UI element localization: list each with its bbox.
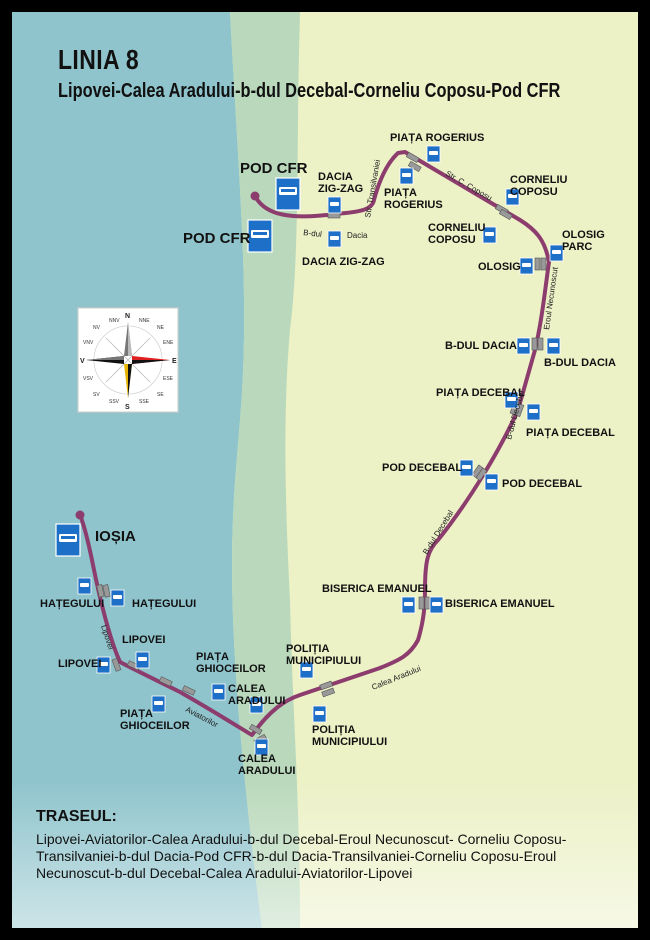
bus-stop-icon [546,337,561,355]
compass-e: E [172,358,177,365]
bus-stop-icon [327,196,342,214]
bus-stop-icon [504,391,519,409]
bus-terminal-icon [275,177,301,211]
street-label-dacia: Dacia [347,231,368,240]
route-end-pod-cfr [250,191,260,201]
svg-text:SE: SE [157,392,164,398]
compass-v: V [80,358,85,365]
svg-text:NE: NE [157,325,165,331]
line-title: LINIA 8 [58,44,140,75]
bus-stop-icon [429,596,444,614]
svg-text:NNV: NNV [109,318,120,324]
svg-text:ESE: ESE [163,376,174,382]
bus-stop-icon [135,651,150,669]
svg-text:NV: NV [93,325,101,331]
terminal-label-pod-cfr: POD CFR [240,160,308,177]
stop-label-pod-decebal-b: POD DECEBAL [502,478,582,490]
bus-stop-icon [519,257,534,275]
bus-stop-icon [549,244,564,262]
route-description: Lipovei-Aviatorilor-Calea Aradului-b-dul… [36,831,567,881]
bus-stop-icon [516,337,531,355]
bus-terminal-icon [247,219,273,253]
terminal-label-pod-cfr-2: POD CFR [183,230,251,247]
bus-stop-icons [77,145,564,756]
bus-stop-icon [459,459,474,477]
terminal-label-iosia: IOȘIA [95,528,136,545]
stop-label-dacia-zig-zag-b: DACIA ZIG-ZAG [302,256,385,268]
bus-stop-icon [505,188,520,206]
bus-stop-icon [151,695,166,713]
stop-label-piata-decebal-b: PIAȚA DECEBAL [526,427,615,439]
stop-label-bdul-dacia-b: B-DUL DACIA [544,357,616,369]
svg-text:VNV: VNV [83,340,94,346]
route-end-iosia [75,510,85,520]
bus-stop-icon [401,596,416,614]
compass-rose-icon: N S E V NNV NV NNE NE VNV ENE VSV ESE SV… [77,307,179,413]
stop-label-piata-decebal-a: PIAȚA DECEBAL [436,387,525,399]
street-label-bdul: B-dul [303,228,323,239]
bus-stop-icon [327,230,342,248]
river-outer [12,12,262,928]
bus-stop-icon [482,226,497,244]
svg-text:VSV: VSV [83,376,94,382]
stop-label-bdul-dacia-a: B-DUL DACIA [445,340,517,352]
bus-stop-icon [526,403,541,421]
bus-stop-icon [299,661,314,679]
svg-text:SSE: SSE [139,399,150,405]
svg-text:NNE: NNE [139,318,150,324]
bus-stop-icon [211,683,226,701]
compass-n: N [125,313,130,320]
svg-text:ENE: ENE [163,340,174,346]
bus-stop-icon [96,656,111,674]
bus-stop-icon [77,577,92,595]
bus-stop-icon [249,696,264,714]
stop-label-hategului-b: HAȚEGULUI [132,598,196,610]
bus-stop-icon [426,145,441,163]
stop-label-lipovei-b: LIPOVEI [58,658,101,670]
compass-s: S [125,404,130,411]
line-subtitle: Lipovei-Calea Aradului-b-dul Decebal-Cor… [58,80,561,102]
bus-stop-icon [484,473,499,491]
bus-stop-icon [110,589,125,607]
stop-label-biserica-emanuel-b: BISERICA EMANUEL [445,598,555,610]
bus-terminal-icon [55,523,81,557]
bus-stop-icon [254,738,269,756]
legend-fade [12,780,638,928]
route-line [78,150,551,737]
svg-text:SV: SV [93,392,100,398]
svg-text:SSV: SSV [109,399,120,405]
bus-stop-icon [399,167,414,185]
bus-stop-icon [312,705,327,723]
stop-label-olosig: OLOSIG [478,261,521,273]
route-heading: TRASEUL: [36,808,117,825]
stop-label-pod-decebal-a: POD DECEBAL [382,462,462,474]
stop-label-hategului-a: HAȚEGULUI [40,598,104,610]
stop-label-lipovei-a: LIPOVEI [122,634,165,646]
stop-label-piata-rogerius-a: PIAȚA ROGERIUS [390,132,484,144]
stop-label-biserica-emanuel-a: BISERICA EMANUEL [322,583,432,595]
